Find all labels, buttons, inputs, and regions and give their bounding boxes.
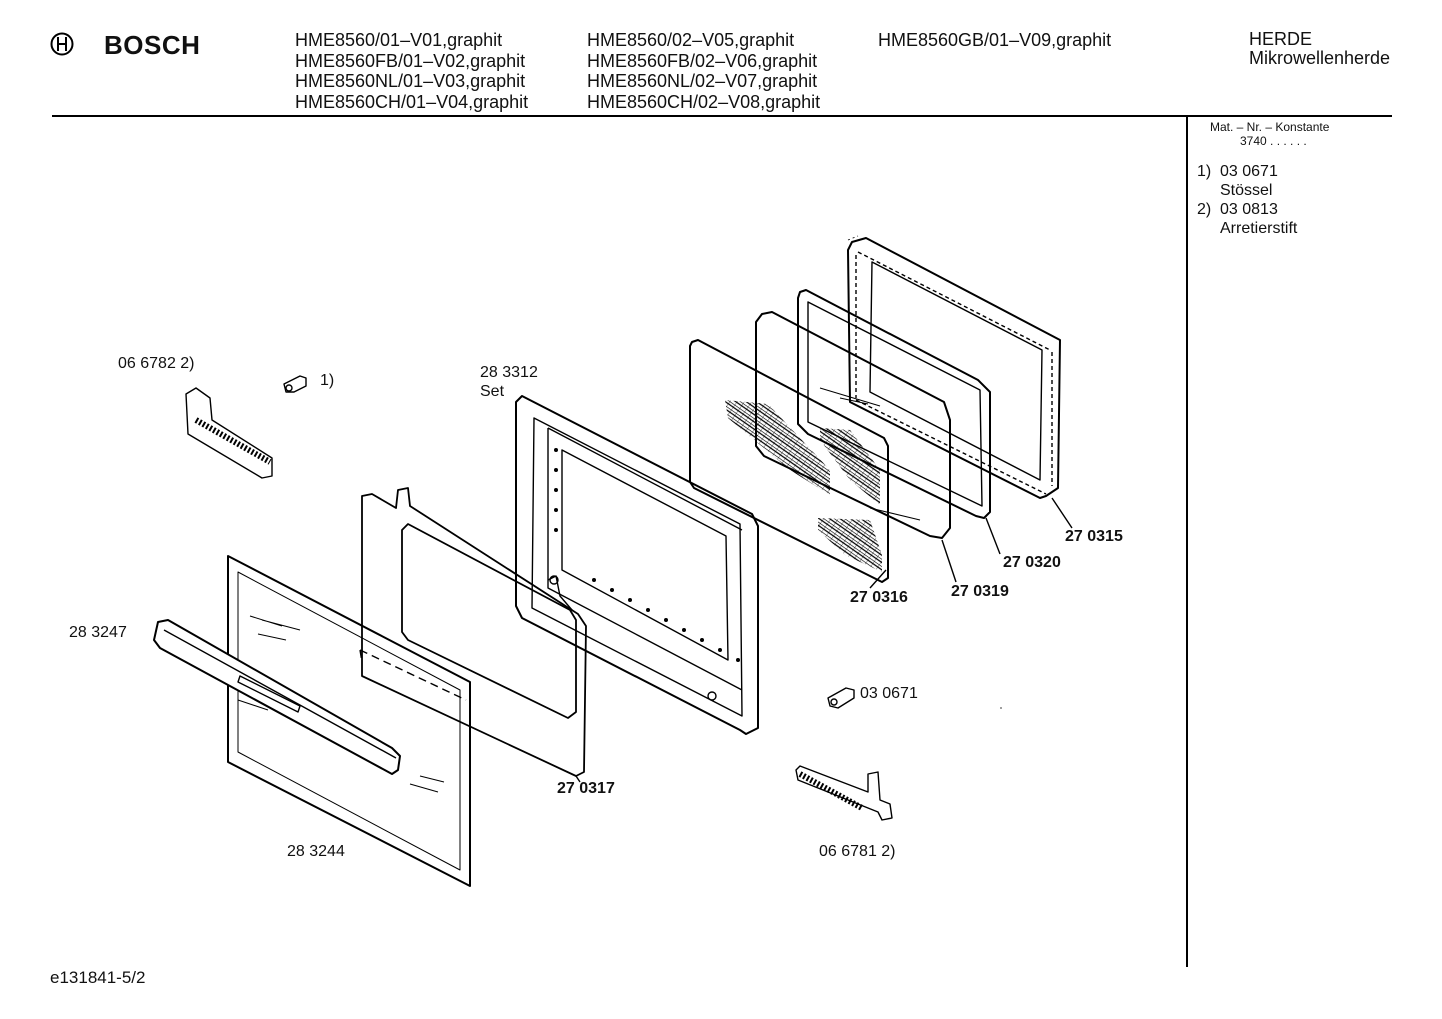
leader-lines <box>575 497 1073 783</box>
model-item: HME8560CH/02–V08,graphit <box>587 91 821 112</box>
part-label-283247: 28 3247 <box>69 624 127 641</box>
model-item: HME8560FB/01–V02,graphit <box>295 50 526 71</box>
note-number: 1) <box>1197 163 1212 180</box>
note-code: 03 0671 <box>1220 163 1278 180</box>
model-item: HME8560NL/01–V03,graphit <box>295 71 526 91</box>
hinge-066782 <box>185 387 273 479</box>
plunger-part-1 <box>283 375 307 393</box>
bosch-logo-icon <box>50 32 74 61</box>
sidebar-divider <box>1186 117 1188 967</box>
part-label-030671: 03 0671 <box>860 685 918 702</box>
material-constant: Mat. – Nr. – Konstante 3740 . . . . . . <box>1210 120 1329 148</box>
model-list-col1: HME8560/01–V01,graphit HME8560FB/01–V02,… <box>295 30 528 112</box>
part-number: 28 3312 <box>480 364 538 381</box>
model-item: HME8560/01–V01,graphit <box>295 30 503 50</box>
model-item: HME8560/02–V05,graphit <box>587 30 795 50</box>
note-code: 03 0813 <box>1220 201 1278 218</box>
category-subtitle: Mikrowellenherde <box>1249 48 1391 68</box>
header-divider <box>52 115 1392 117</box>
model-item: HME8560NL/02–V07,graphit <box>587 71 818 91</box>
part-label-283312: 28 3312 Set <box>480 363 538 401</box>
part-label-270315: 27 0315 <box>1065 528 1123 545</box>
material-constant-value: 3740 . . . . . . <box>1240 134 1307 148</box>
part-label-270317: 27 0317 <box>557 780 615 797</box>
model-list-col2: HME8560/02–V05,graphit HME8560FB/02–V06,… <box>587 30 820 112</box>
category: HERDE Mikrowellenherde <box>1249 30 1390 68</box>
part-label-270319: 27 0319 <box>951 583 1009 600</box>
document-id: e131841-5/2 <box>50 968 146 987</box>
model-item: HME8560FB/02–V06,graphit <box>587 50 818 71</box>
part-label-270320: 27 0320 <box>1003 554 1061 571</box>
note-number: 2) <box>1197 201 1212 218</box>
plunger-part-030671 <box>827 687 855 709</box>
part-sublabel: Set <box>480 383 505 400</box>
category-title: HERDE <box>1249 29 1313 49</box>
brand-name: BOSCH <box>104 30 201 60</box>
part-label-066781: 06 6781 2) <box>819 843 896 860</box>
part-label-270316: 27 0316 <box>850 589 908 606</box>
handle-bar-283247 <box>153 619 401 775</box>
note-name: Arretierstift <box>1220 220 1298 237</box>
gasket-270320 <box>797 289 991 519</box>
front-glass-283244 <box>227 555 471 887</box>
part-label-283244: 28 3244 <box>287 843 345 860</box>
model-list-col3: HME8560GB/01–V09,graphit <box>878 30 1111 51</box>
material-constant-label: Mat. – Nr. – Konstante <box>1210 120 1330 134</box>
mesh-screen-270316 <box>689 339 889 583</box>
model-item: HME8560GB/01–V09,graphit <box>878 30 1112 50</box>
hinge-066781 <box>795 765 893 821</box>
inner-panel-270317 <box>361 487 587 777</box>
door-frame-set-283312 <box>515 395 759 735</box>
part-label-note1: 1) <box>320 372 335 389</box>
note-name: Stössel <box>1220 182 1273 199</box>
part-label-066782: 06 6782 2) <box>118 355 195 372</box>
model-item: HME8560CH/01–V04,graphit <box>295 91 529 112</box>
